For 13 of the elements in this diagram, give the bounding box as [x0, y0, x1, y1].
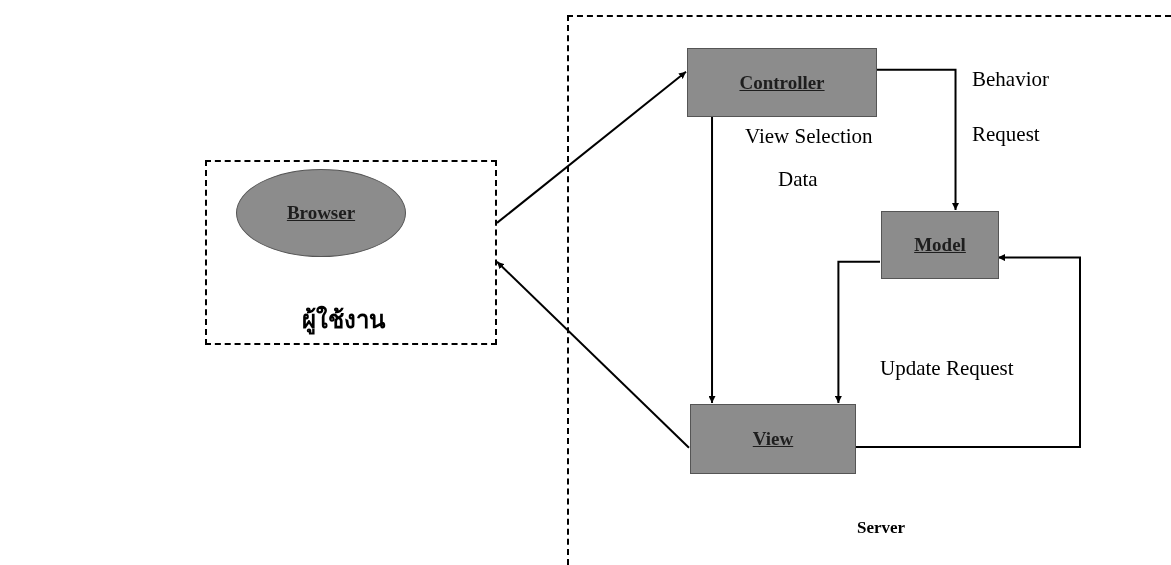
server-label: Server: [857, 518, 906, 538]
controller-box: Controller: [687, 48, 877, 117]
user-label: ผู้ใช้งาน: [302, 304, 385, 337]
arrow: [708, 115, 716, 404]
arrow: [496, 260, 690, 449]
view-box: View: [690, 404, 856, 474]
arrow: [834, 260, 881, 404]
arrow: [875, 68, 959, 211]
arrow: [854, 254, 1081, 449]
client-boundary-box: [205, 160, 497, 345]
arrow: [496, 70, 687, 224]
browser-ellipse: Browser: [236, 169, 406, 257]
model-box: Model: [881, 211, 999, 279]
